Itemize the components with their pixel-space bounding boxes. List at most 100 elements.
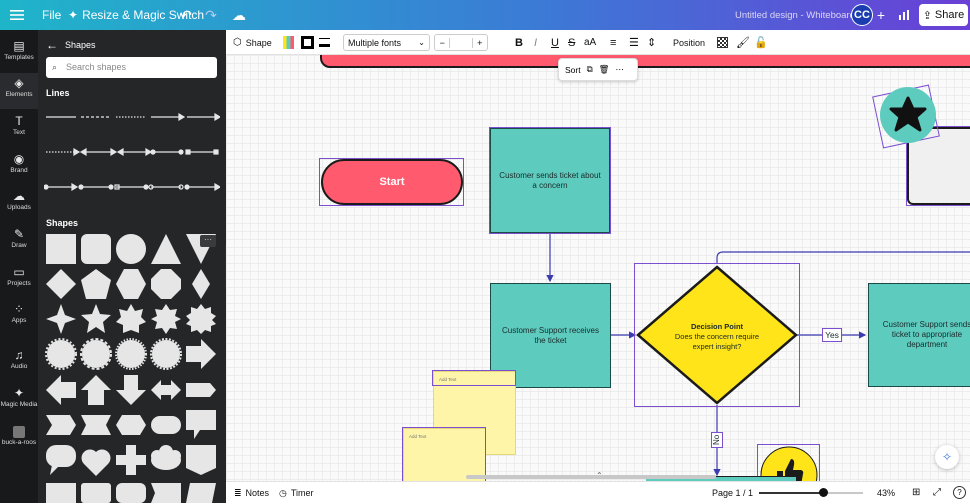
shape-button[interactable]: ⬡ Shape (233, 30, 272, 55)
resize-magic-switch-button[interactable]: ✦ Resize & Magic Switch (68, 0, 204, 30)
sort-button[interactable]: Sort (565, 64, 581, 75)
transparency-icon[interactable] (717, 30, 728, 55)
decision-diamond[interactable] (636, 265, 798, 405)
shape-icon: ⬡ (233, 37, 242, 48)
shapes-section-title: Shapes (46, 218, 79, 228)
copy-style-icon[interactable]: 🖌 (736, 37, 750, 49)
notes-button[interactable]: ≣Notes (234, 482, 269, 504)
sidebar-item-uploads[interactable]: ☁Uploads (0, 186, 38, 222)
grid-view-icon[interactable]: ⊞ (912, 487, 921, 498)
page-indicator[interactable]: Page 1 / 1 (712, 488, 754, 498)
spacing-icon[interactable]: ⇕ (647, 37, 657, 49)
magic-media-icon: ✦ (13, 386, 25, 400)
sidebar-item-audio[interactable]: ♫Audio (0, 345, 38, 381)
more-options-icon[interactable]: ··· (200, 235, 216, 247)
fill-color-button[interactable] (283, 30, 294, 55)
decision-title: Decision Point (690, 322, 744, 331)
audio-icon: ♫ (14, 348, 24, 362)
list-icon[interactable]: ☰ (629, 37, 639, 49)
zoom-slider[interactable] (759, 488, 863, 497)
underline-icon[interactable]: U (551, 36, 559, 49)
zoom-level[interactable]: 43% (877, 488, 896, 498)
position-button[interactable]: Position (673, 37, 706, 48)
analytics-icon[interactable] (896, 7, 912, 23)
cloud-save-icon[interactable]: ☁ (232, 6, 246, 23)
lock-icon[interactable]: 🔓 (754, 37, 768, 49)
sidebar-item-elements[interactable]: ◈Elements (0, 73, 38, 109)
selection-box (757, 444, 820, 481)
magic-assistant-icon[interactable]: ✧ (935, 445, 959, 469)
font-size-stepper[interactable]: − + (434, 34, 488, 51)
italic-icon[interactable]: I (534, 36, 538, 49)
letter-case-icon[interactable]: aA (584, 37, 597, 48)
border-color-button[interactable] (301, 30, 314, 55)
increase-font-size-button[interactable]: + (471, 37, 487, 48)
ticket-node[interactable]: Customer sends ticket about a concern (490, 128, 610, 233)
help-icon[interactable]: ? (953, 486, 966, 499)
sidebar-item-buck-a-roos[interactable]: buck-a-roos (0, 421, 38, 457)
back-arrow-icon[interactable]: ← (46, 38, 58, 52)
undo-icon[interactable]: ↶ (180, 6, 192, 23)
redo-icon[interactable]: ↷ (205, 6, 217, 23)
context-toolbar: ⬡ Shape Multiple fonts ⌄ − + B I U S aA … (226, 30, 970, 55)
timer-label: Timer (290, 488, 314, 498)
search-shapes-input[interactable]: ⌕ Search shapes (46, 57, 217, 78)
document-title[interactable]: Untitled design - Whiteboard (735, 9, 855, 21)
sidebar-item-magic-media[interactable]: ✦Magic Media (0, 383, 38, 419)
strikethrough-icon[interactable]: S (568, 36, 576, 49)
shapes-grid[interactable] (44, 232, 222, 503)
sidebar-item-projects[interactable]: ▭Projects (0, 262, 38, 298)
star-sticker[interactable] (878, 85, 938, 145)
add-collaborator-icon[interactable]: + (876, 7, 886, 23)
copy-icon[interactable]: ⧉ (586, 64, 593, 74)
horizontal-scrollbar[interactable] (466, 475, 716, 479)
zoom-slider-handle[interactable] (819, 488, 829, 497)
header-banner-shape[interactable] (320, 55, 970, 68)
font-select[interactable]: Multiple fonts ⌄ (343, 34, 430, 51)
selection-box (402, 427, 486, 481)
border-style-icon (319, 38, 330, 47)
search-placeholder: Search shapes (66, 62, 127, 72)
floating-menu: Sort ⧉ 🗑 ⋯ (558, 58, 638, 81)
more-icon[interactable]: ⋯ (615, 64, 624, 74)
avatar[interactable]: CC (851, 4, 873, 26)
panel-title: Shapes (65, 40, 96, 50)
sticky-note-text: Add Text (409, 434, 427, 439)
chevron-down-icon: ⌄ (418, 38, 425, 47)
notes-icon: ≣ (234, 487, 242, 498)
no-label[interactable]: No (711, 432, 723, 448)
font-label: Multiple fonts (348, 37, 402, 48)
sparkle-icon: ✦ (68, 8, 79, 22)
share-button[interactable]: ⇪ Share (919, 4, 968, 26)
yes-label[interactable]: Yes (822, 328, 842, 342)
menu-icon[interactable] (10, 0, 24, 30)
sidebar-item-label: Elements (5, 91, 33, 98)
projects-icon: ▭ (13, 265, 25, 279)
align-icon[interactable]: ≡ (610, 36, 617, 49)
sidebar-item-brand[interactable]: ◉Brand (0, 149, 38, 185)
chevron-up-icon[interactable]: ⌃ (596, 471, 603, 480)
top-bar: File ✦ Resize & Magic Switch ↶ ↷ ☁ Untit… (0, 0, 970, 30)
thumbs-up-sticker[interactable] (759, 445, 819, 481)
line-styles-grid[interactable] (44, 112, 220, 192)
selection-box (906, 126, 970, 206)
start-node[interactable]: Start (321, 159, 463, 205)
sidebar-item-label: Brand (10, 167, 28, 174)
border-style-button[interactable] (319, 30, 330, 55)
sidebar-item-templates[interactable]: ▤Templates (0, 36, 38, 72)
trash-icon[interactable]: 🗑 (598, 64, 610, 74)
selection-box (319, 158, 464, 206)
bold-icon[interactable]: B (515, 36, 523, 49)
sidebar-item-draw[interactable]: ✎Draw (0, 224, 38, 260)
decrease-font-size-button[interactable]: − (435, 37, 451, 48)
fullscreen-icon[interactable]: ⤢ (933, 487, 941, 498)
sends-ticket-node[interactable]: Customer Support sends ticket to appropr… (868, 283, 970, 387)
whiteboard-canvas[interactable]: Sort ⧉ 🗑 ⋯ Start Customer sends ticket a… (226, 55, 970, 481)
share-label: Share (934, 9, 965, 21)
file-menu[interactable]: File (42, 8, 62, 22)
partial-shape[interactable] (646, 476, 796, 481)
timer-button[interactable]: ◷Timer (279, 482, 314, 504)
sidebar-item-apps[interactable]: ⁘Apps (0, 299, 38, 335)
